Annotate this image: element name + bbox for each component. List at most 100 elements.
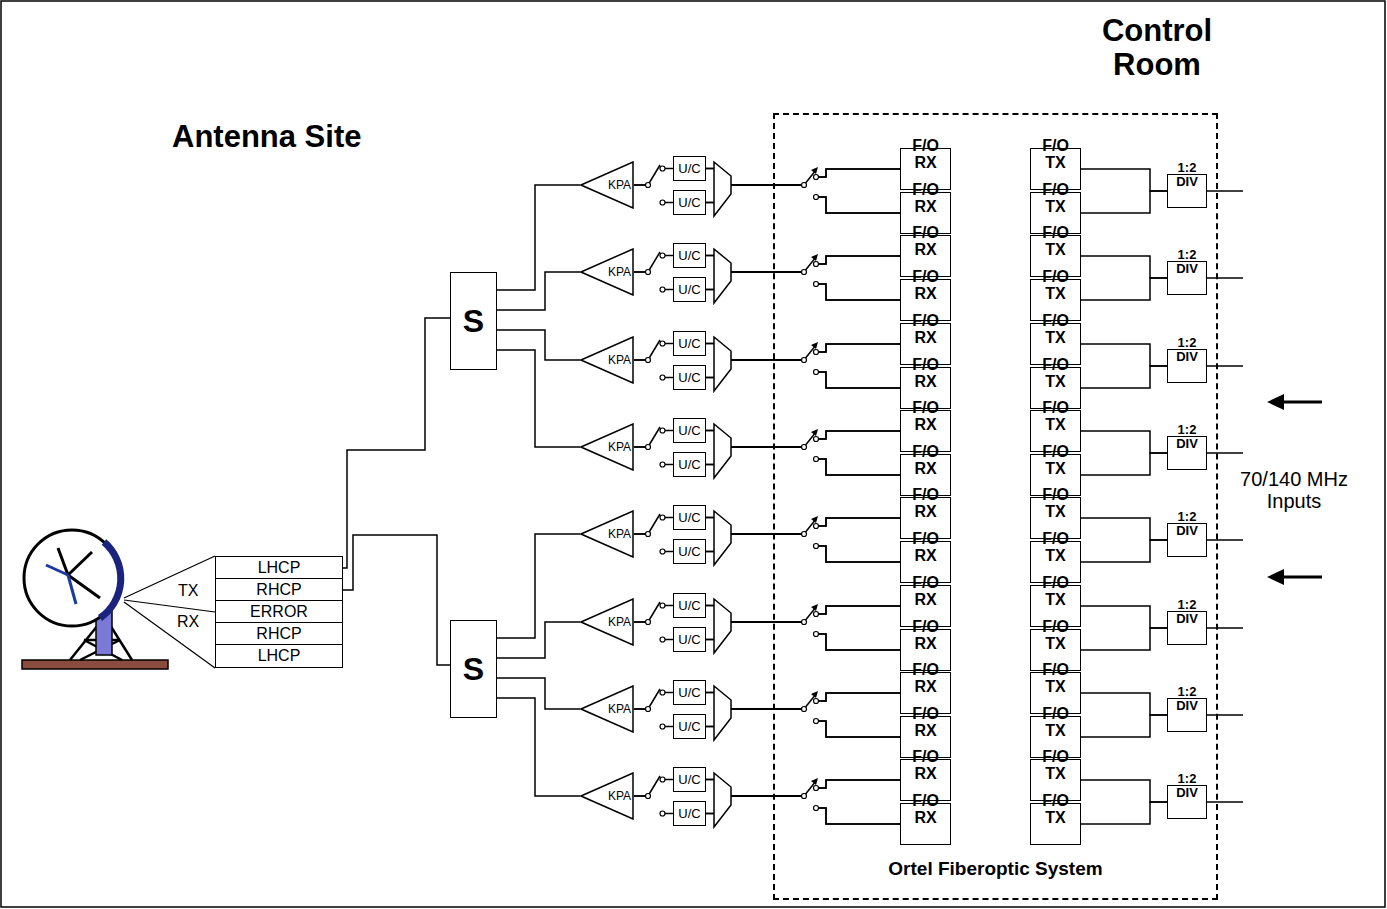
- signal-line: [497, 622, 580, 658]
- switch-contact: [660, 811, 665, 816]
- divider-box: 1:2 DIV: [1167, 611, 1207, 645]
- upconverter-box: U/C: [673, 627, 706, 652]
- node-label: F/O RX: [901, 530, 950, 564]
- node-label: F/O RX: [901, 574, 950, 608]
- switch-contact: [660, 549, 665, 554]
- node-label: U/C: [678, 283, 700, 297]
- node-label: RHCP: [256, 625, 301, 643]
- signal-line: [497, 272, 580, 310]
- input-line: [1204, 452, 1243, 454]
- node-label: F/O RX: [901, 661, 950, 695]
- signal-line: [1081, 256, 1167, 278]
- feed-port: LHCP: [215, 644, 343, 668]
- switch-pivot: [646, 707, 651, 712]
- switch-contact: [814, 282, 819, 287]
- feed-port: RHCP: [215, 622, 343, 646]
- node-label: F/O TX: [1031, 356, 1080, 390]
- node-label: U/C: [678, 337, 700, 351]
- switch-arrowhead: [811, 429, 818, 436]
- upconverter-box: U/C: [673, 680, 706, 705]
- switch-pivot: [802, 445, 807, 450]
- switch-pivot: [802, 270, 807, 275]
- switch-pivot: [802, 707, 807, 712]
- switch-contact: [660, 375, 665, 380]
- switch-blade: [648, 340, 660, 360]
- node-label: 1:2 DIV: [1168, 248, 1206, 276]
- switch-contact: [814, 262, 819, 267]
- upconverter-box: U/C: [673, 452, 706, 477]
- switch-blade: [648, 776, 660, 796]
- node-label: F/O TX: [1031, 661, 1080, 695]
- combiner-symbol: [714, 511, 731, 565]
- node-label: U/C: [678, 249, 700, 263]
- node-label: KPA: [608, 703, 631, 716]
- node-label: F/O RX: [901, 268, 950, 302]
- input-line: [1204, 277, 1243, 279]
- switch-pivot: [802, 183, 807, 188]
- signal-line: [706, 780, 900, 825]
- feed-port: LHCP: [215, 556, 343, 580]
- node-label: F/O TX: [1031, 137, 1080, 171]
- node-label: U/C: [678, 196, 700, 210]
- switch-blade: [648, 514, 660, 534]
- node-label: F/O RX: [901, 399, 950, 433]
- switch-arrowhead: [811, 604, 818, 611]
- upconverter-box: U/C: [673, 331, 706, 356]
- port-group-label: TX: [178, 582, 198, 600]
- switch-pivot: [646, 620, 651, 625]
- kpa-amplifier: KPA: [580, 423, 634, 471]
- node-label: F/O TX: [1031, 530, 1080, 564]
- node-label: U/C: [678, 371, 700, 385]
- switch-arrowhead: [811, 167, 818, 174]
- node-label: F/O RX: [901, 312, 950, 346]
- signal-line: [497, 330, 580, 360]
- node-label: KPA: [608, 354, 631, 367]
- signal-line: [1081, 453, 1167, 475]
- combiner-symbol: [714, 773, 731, 827]
- switch-pivot: [646, 532, 651, 537]
- switch-contact: [814, 612, 819, 617]
- upconverter-box: U/C: [673, 767, 706, 792]
- node-label: F/O RX: [901, 137, 950, 171]
- switch-contact: [660, 603, 665, 608]
- switch-pivot: [802, 358, 807, 363]
- signal-line: [1081, 366, 1167, 388]
- signal-line: [706, 431, 900, 476]
- node-label: U/C: [678, 599, 700, 613]
- node-label: Ortel Fiberoptic System: [775, 858, 1216, 880]
- switch-contact: [814, 632, 819, 637]
- signal-line: [706, 534, 900, 562]
- node-label: F/O TX: [1031, 268, 1080, 302]
- signal-line: [1081, 802, 1167, 824]
- divider-box: 1:2 DIV: [1167, 174, 1207, 208]
- upconverter-box: U/C: [673, 539, 706, 564]
- signal-line: [497, 678, 580, 709]
- signal-line: [706, 796, 900, 824]
- node-label: F/O TX: [1031, 792, 1080, 826]
- signal-line: [706, 256, 900, 301]
- node-label: U/C: [678, 633, 700, 647]
- combiner-symbol: [714, 424, 731, 478]
- kpa-amplifier: KPA: [580, 248, 634, 296]
- input-line: [1204, 714, 1243, 716]
- fiberoptic-system-region: Ortel Fiberoptic System F/O RX F/O RX F/O T…: [773, 113, 1218, 900]
- node-label: S: [463, 304, 484, 338]
- input-line: [1204, 539, 1243, 541]
- signal-line: [1081, 191, 1167, 213]
- node-label: F/O RX: [901, 792, 950, 826]
- signal-line: [1081, 169, 1167, 191]
- node-label: U/C: [678, 424, 700, 438]
- node-label: U/C: [678, 773, 700, 787]
- node-label: F/O RX: [901, 486, 950, 520]
- node-label: 1:2 DIV: [1168, 772, 1206, 800]
- upconverter-box: U/C: [673, 277, 706, 302]
- kpa-amplifier: KPA: [580, 336, 634, 384]
- combiner-symbol: [714, 162, 731, 216]
- switch-pivot: [646, 183, 651, 188]
- signal-line: [706, 518, 900, 563]
- upconverter-box: U/C: [673, 243, 706, 268]
- switch-pivot: [646, 270, 651, 275]
- switch-pivot: [646, 445, 651, 450]
- node-label: LHCP: [258, 647, 301, 665]
